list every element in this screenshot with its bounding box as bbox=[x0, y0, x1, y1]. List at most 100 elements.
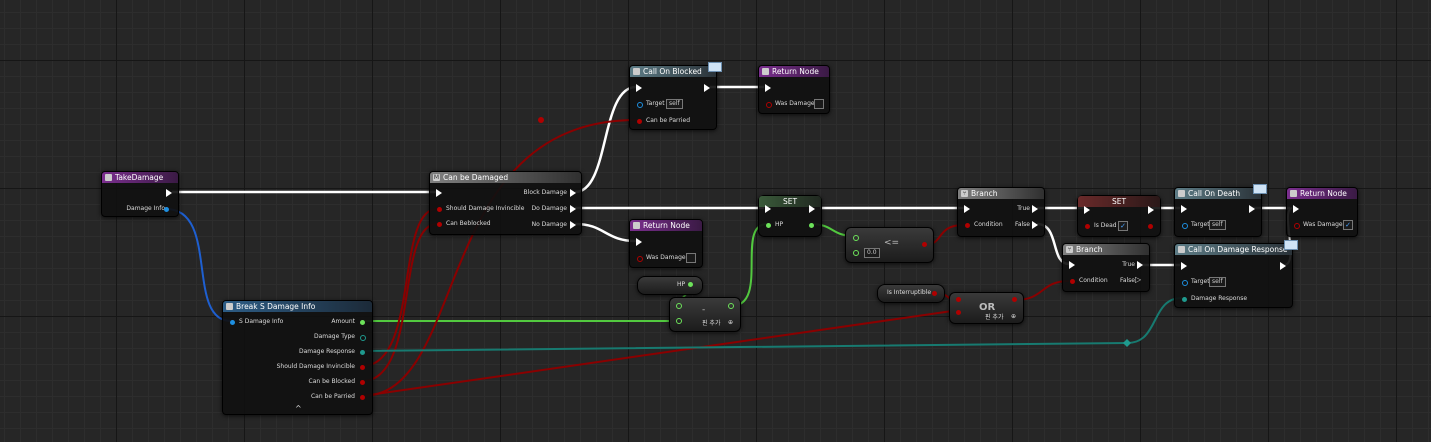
bool-in-pin[interactable] bbox=[956, 297, 961, 302]
reroute-node bbox=[538, 117, 544, 123]
bool-in-pin[interactable] bbox=[956, 310, 961, 315]
float-in-pin[interactable] bbox=[853, 235, 859, 241]
is-interruptible-getter-node[interactable]: Is Interruptible bbox=[877, 284, 945, 303]
exec-out-pin[interactable] bbox=[166, 189, 172, 197]
return-node[interactable]: Return Node Was Damaged bbox=[758, 65, 830, 114]
call-on-damage-response-node[interactable]: Call On Damage Response Target self Dama… bbox=[1174, 240, 1298, 308]
is-dead-checkbox[interactable]: ✓ bbox=[1118, 221, 1128, 231]
was-damaged-checkbox[interactable]: ✓ bbox=[1343, 220, 1353, 230]
target-value-box[interactable]: self bbox=[666, 99, 683, 109]
exec-out-pin[interactable] bbox=[704, 84, 710, 92]
exec-in-pin[interactable] bbox=[636, 84, 642, 92]
bool-out-pin[interactable] bbox=[932, 291, 937, 296]
add-pin-button[interactable]: 핀 추가 bbox=[702, 320, 721, 327]
byte-out-pin[interactable] bbox=[360, 350, 365, 355]
set-hp-node[interactable]: SET HP bbox=[758, 195, 822, 237]
expand-arrow-icon[interactable]: ^ bbox=[295, 404, 302, 413]
pin-label: Was Damaged bbox=[775, 100, 819, 107]
exec-in-pin[interactable] bbox=[1293, 205, 1299, 213]
exec-out-pin[interactable] bbox=[1280, 262, 1286, 270]
float-out-pin[interactable] bbox=[809, 223, 814, 228]
object-in-pin[interactable] bbox=[1182, 280, 1188, 286]
bool-in-pin[interactable] bbox=[637, 119, 642, 124]
exec-out-pin[interactable] bbox=[1148, 206, 1154, 214]
exec-in-pin[interactable] bbox=[436, 189, 442, 197]
float-in-pin[interactable] bbox=[676, 303, 682, 309]
exec-in-pin[interactable] bbox=[1181, 205, 1187, 213]
exec-in-pin[interactable] bbox=[1069, 261, 1075, 269]
exec-out-pin[interactable] bbox=[570, 189, 576, 197]
bool-in-pin[interactable] bbox=[437, 222, 442, 227]
pin-label: Damage Response bbox=[1191, 295, 1248, 302]
add-pin-icon[interactable]: ⊕ bbox=[1011, 313, 1017, 320]
float-in-pin[interactable] bbox=[676, 318, 682, 324]
take-damage-event-node[interactable]: TakeDamage Damage Info bbox=[101, 171, 179, 217]
byte-out-pin[interactable] bbox=[360, 335, 366, 341]
add-pin-button[interactable]: 핀 추가 bbox=[985, 314, 1004, 321]
bool-in-pin[interactable] bbox=[1070, 279, 1075, 284]
struct-in-pin[interactable] bbox=[230, 320, 235, 325]
exec-out-pin[interactable] bbox=[1249, 205, 1255, 213]
bool-out-pin[interactable] bbox=[1148, 224, 1153, 229]
exec-in-pin[interactable] bbox=[964, 205, 970, 213]
bool-in-pin[interactable] bbox=[965, 223, 970, 228]
set-is-dead-node[interactable]: SET Is Dead ✓ bbox=[1077, 195, 1161, 237]
add-pin-icon[interactable]: ⊕ bbox=[728, 319, 734, 326]
bool-out-pin[interactable] bbox=[360, 395, 365, 400]
object-in-pin[interactable] bbox=[1182, 223, 1188, 229]
was-damaged-checkbox[interactable] bbox=[814, 99, 824, 109]
compare-value-box[interactable]: 0.0 bbox=[864, 248, 880, 258]
return-node[interactable]: Return Node Was Damaged bbox=[629, 219, 703, 268]
bool-in-pin[interactable] bbox=[1085, 224, 1090, 229]
bool-in-pin[interactable] bbox=[437, 207, 442, 212]
float-out-pin[interactable] bbox=[360, 320, 365, 325]
struct-out-pin[interactable] bbox=[164, 207, 169, 212]
exec-in-pin[interactable] bbox=[636, 238, 642, 246]
exec-out-pin[interactable] bbox=[570, 221, 576, 229]
break-icon bbox=[226, 303, 233, 310]
bool-out-pin[interactable] bbox=[360, 380, 365, 385]
exec-wire bbox=[574, 222, 637, 243]
subtract-node[interactable]: - 핀 추가 ⊕ bbox=[669, 297, 741, 332]
bool-in-pin[interactable] bbox=[766, 102, 772, 108]
exec-out-hollow-icon[interactable]: ▷ bbox=[1135, 275, 1142, 284]
float-in-pin[interactable] bbox=[766, 223, 771, 228]
return-node[interactable]: Return Node Was Damaged ✓ bbox=[1286, 187, 1358, 237]
float-in-pin[interactable] bbox=[853, 250, 859, 256]
exec-out-pin[interactable] bbox=[570, 205, 576, 213]
break-damage-info-node[interactable]: Break S Damage Info S Damage Info Amount… bbox=[222, 300, 373, 415]
target-value-box[interactable]: self bbox=[1209, 277, 1226, 287]
call-on-blocked-node[interactable]: Call On Blocked Target self Can be Parri… bbox=[629, 62, 722, 130]
exec-out-pin[interactable] bbox=[809, 205, 815, 213]
exec-wire bbox=[574, 85, 637, 194]
target-value-box[interactable]: self bbox=[1209, 220, 1226, 230]
bool-in-pin[interactable] bbox=[637, 256, 643, 262]
less-equal-node[interactable]: 0.0 <= bbox=[845, 227, 934, 263]
exec-in-pin[interactable] bbox=[765, 205, 771, 213]
operator-symbol: OR bbox=[979, 302, 996, 313]
bool-out-pin[interactable] bbox=[1012, 297, 1017, 302]
object-in-pin[interactable] bbox=[637, 102, 643, 108]
float-out-pin[interactable] bbox=[688, 282, 693, 287]
node-header: Return Node bbox=[630, 220, 702, 231]
branch-node[interactable]: ⑂Branch True Condition False bbox=[957, 187, 1045, 237]
exec-out-pin[interactable] bbox=[1032, 205, 1038, 213]
float-out-pin[interactable] bbox=[728, 303, 734, 309]
bool-in-pin[interactable] bbox=[1294, 223, 1300, 229]
exec-in-pin[interactable] bbox=[1084, 206, 1090, 214]
hp-getter-node[interactable]: HP bbox=[637, 276, 703, 295]
bool-out-pin[interactable] bbox=[360, 365, 365, 370]
or-node[interactable]: OR 핀 추가 ⊕ bbox=[949, 292, 1024, 324]
branch-node[interactable]: ⑂Branch True Condition False ▷ bbox=[1062, 243, 1150, 292]
was-damaged-checkbox[interactable] bbox=[686, 253, 696, 263]
exec-out-pin[interactable] bbox=[1032, 221, 1038, 229]
exec-in-pin[interactable] bbox=[1181, 262, 1187, 270]
call-on-death-node[interactable]: Call On Death Target self bbox=[1174, 184, 1267, 237]
branch-icon: ⑂ bbox=[961, 190, 968, 197]
bool-out-pin[interactable] bbox=[922, 242, 927, 247]
exec-out-pin[interactable] bbox=[1137, 261, 1143, 269]
exec-in-pin[interactable] bbox=[765, 84, 771, 92]
byte-in-pin[interactable] bbox=[1182, 297, 1187, 302]
